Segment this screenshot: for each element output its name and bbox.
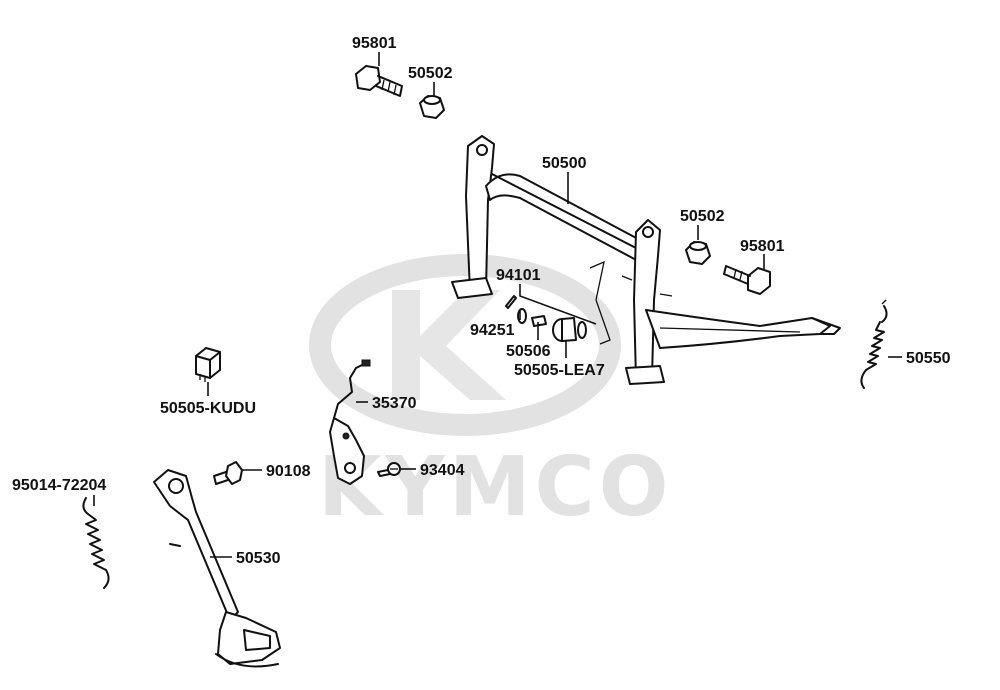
pin-set-part: [505, 295, 587, 342]
label-bolt-small: 90108: [266, 463, 311, 480]
label-rubber-stopper: 50505-KUDU: [160, 400, 256, 417]
collar-right-part: [685, 241, 711, 265]
label-bolt-right: 95801: [740, 238, 785, 255]
label-spring-right: 50550: [906, 350, 951, 367]
label-switch: 35370: [372, 395, 417, 412]
spring-right-part: [860, 299, 888, 389]
leader-lines: [93, 52, 902, 558]
switch-part: [329, 359, 371, 485]
bolt-top-part: [355, 65, 403, 97]
label-collar-top: 50502: [408, 65, 453, 82]
label-collar-right: 50502: [680, 208, 725, 225]
label-cotter-pin: 94251: [470, 322, 515, 339]
spring-left-part: [82, 497, 110, 589]
label-screw-small: 93404: [420, 462, 465, 479]
leader-pin-set: [519, 284, 597, 325]
part-labels: 95801 50502 50500 50502 95801 94101 9425…: [12, 35, 951, 567]
label-spring-left: 95014-72204: [12, 477, 106, 494]
watermark-brand-text: KYMCO: [318, 440, 672, 535]
label-side-stand: 50530: [236, 550, 281, 567]
kymco-watermark: KYMCO: [309, 254, 672, 535]
label-pin: 50506: [506, 343, 551, 360]
label-bushing-set: 50505-LEA7: [514, 362, 605, 379]
bolt-right-part: [723, 265, 771, 295]
label-bolt-top: 95801: [352, 35, 397, 52]
rubber-stopper-part: [195, 347, 221, 382]
side-stand-part: [153, 469, 281, 668]
label-main-stand: 50500: [542, 155, 587, 172]
bolt-small-part: [213, 461, 243, 485]
collar-top-part: [419, 95, 445, 119]
watermark-k-mark: [392, 290, 506, 400]
watermark-ring: [309, 254, 621, 436]
label-pin-set: 94101: [496, 267, 541, 284]
main-stand-part: [451, 135, 841, 385]
